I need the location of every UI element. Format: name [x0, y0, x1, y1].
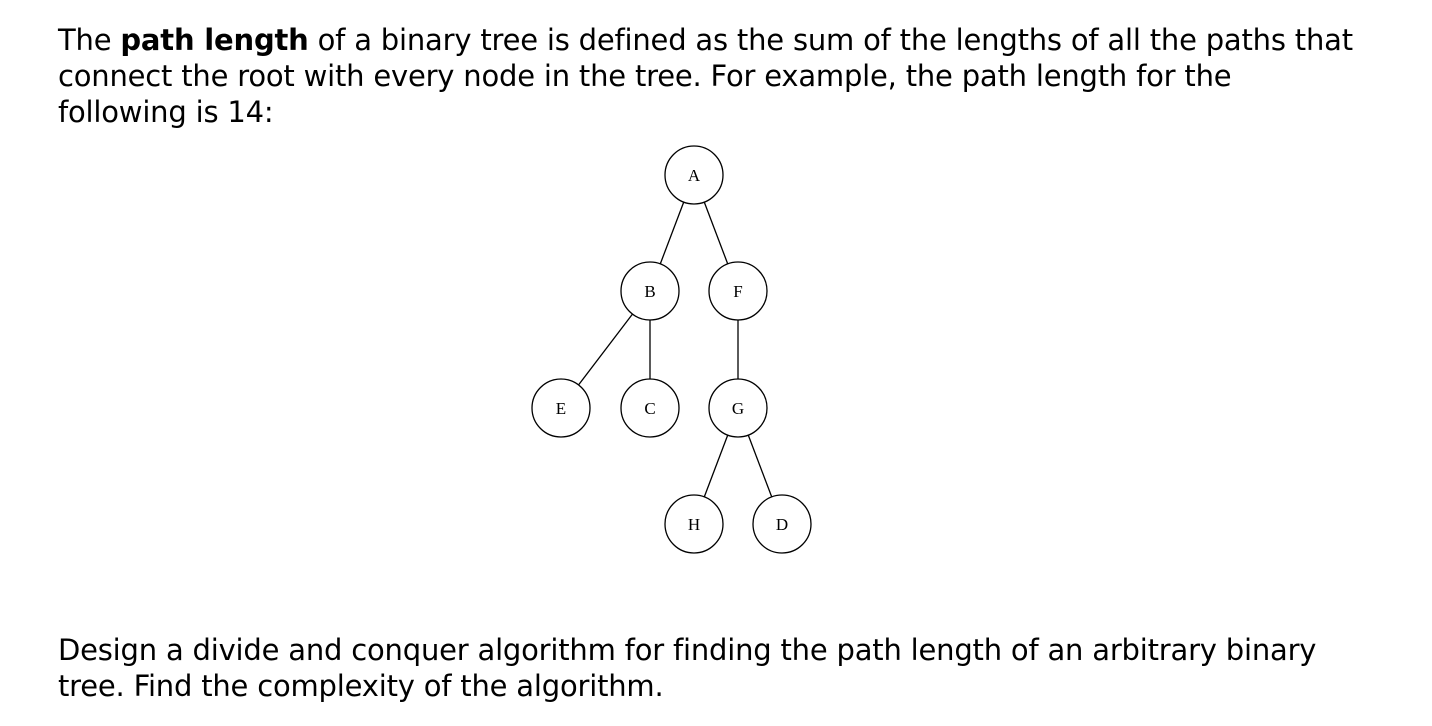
- intro-text-start: The: [58, 23, 121, 57]
- tree-node-e: E: [531, 378, 591, 438]
- question-paragraph: Design a divide and conquer algorithm fo…: [58, 633, 1317, 703]
- node-label-f: F: [733, 282, 742, 301]
- edge-g-d: [747, 434, 773, 498]
- node-label-d: D: [776, 515, 788, 534]
- edge-g-h: [703, 434, 729, 498]
- node-circle-b: [620, 261, 680, 321]
- tree-node-f: F: [708, 261, 768, 321]
- node-circle-c: [620, 378, 680, 438]
- tree-node-d: D: [752, 494, 812, 554]
- node-circle-f: [708, 261, 768, 321]
- edge-a-b: [659, 201, 685, 265]
- intro-paragraph: The path length of a binary tree is defi…: [58, 22, 1358, 130]
- path-length-term: path length: [120, 23, 309, 57]
- tree-nodes: A B F E C G H D: [531, 145, 812, 554]
- node-circle-d: [752, 494, 812, 554]
- node-label-b: B: [644, 282, 655, 301]
- node-circle-g: [708, 378, 768, 438]
- node-label-e: E: [556, 399, 566, 418]
- tree-node-h: H: [664, 494, 724, 554]
- tree-node-a: A: [664, 145, 724, 205]
- node-circle-e: [531, 378, 591, 438]
- node-label-h: H: [688, 515, 700, 534]
- node-circle-h: [664, 494, 724, 554]
- tree-node-b: B: [620, 261, 680, 321]
- node-label-g: G: [732, 399, 744, 418]
- tree-edges: [578, 201, 773, 498]
- tree-node-c: C: [620, 378, 680, 438]
- edge-a-f: [703, 201, 729, 265]
- node-circle-a: [664, 145, 724, 205]
- node-label-c: C: [644, 399, 655, 418]
- edge-b-e: [578, 313, 633, 386]
- node-label-a: A: [688, 166, 701, 185]
- tree-node-g: G: [708, 378, 768, 438]
- intro-text-end: of a binary tree is defined as the sum o…: [58, 23, 1353, 129]
